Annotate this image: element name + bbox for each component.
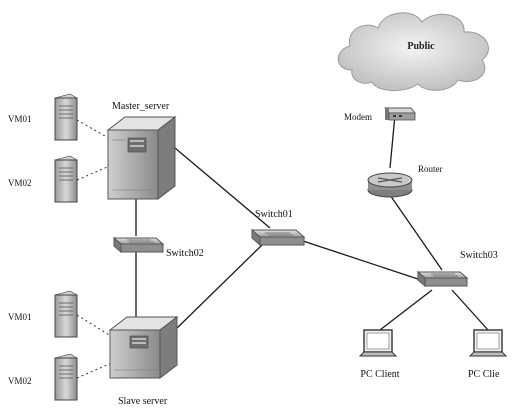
- vm-tower-top-2-icon: [54, 155, 78, 203]
- switch03-icon: [416, 270, 469, 288]
- vm-link-bottom-1: [76, 314, 115, 339]
- switch01-icon: [250, 228, 306, 247]
- link-switch01-switch03: [299, 239, 431, 284]
- switch01-label: Switch01: [255, 209, 293, 220]
- link-modem-router: [389, 114, 396, 169]
- connections: [76, 114, 489, 379]
- link-switch01-slave: [174, 244, 263, 331]
- vm-link-bottom-2: [76, 361, 115, 379]
- slave-server-label: Slave server: [118, 396, 168, 407]
- pc-client-1-label: PC Client: [360, 369, 399, 380]
- vm-tower-top-1-icon: [54, 93, 78, 141]
- master-server-label: Master_server: [112, 101, 170, 112]
- vm-top-1-label: VM01: [8, 114, 32, 124]
- link-switch03-pc1: [379, 289, 433, 331]
- vm-link-top-1: [76, 119, 113, 141]
- vm-tower-bottom-2-icon: [54, 353, 78, 401]
- link-router-switch03: [389, 194, 443, 271]
- vm-link-top-2: [76, 164, 113, 181]
- vm-tower-bottom-1-icon: [54, 290, 78, 338]
- link-switch03-pc2: [451, 289, 489, 331]
- cloud-label: Public: [407, 41, 435, 52]
- pc-client-2-icon: [468, 329, 508, 357]
- vm-bottom-2-label: VM02: [8, 376, 32, 386]
- router-label: Router: [418, 164, 443, 174]
- slave-server-icon: [108, 315, 179, 380]
- switch02-icon: [112, 236, 165, 254]
- vm-bottom-1-label: VM01: [8, 312, 32, 322]
- router-icon: [367, 172, 413, 198]
- master-server-icon: [106, 115, 177, 201]
- switch02-label: Switch02: [166, 248, 204, 259]
- modem-label: Modem: [344, 112, 372, 122]
- pc-client-2-label: PC Clie: [468, 369, 500, 380]
- modem-icon: [383, 107, 417, 121]
- link-master-switch01: [174, 147, 271, 229]
- vm-top-2-label: VM02: [8, 178, 32, 188]
- switch03-label: Switch03: [460, 250, 498, 261]
- cloud-icon: [337, 12, 489, 91]
- pc-client-1-icon: [358, 329, 398, 357]
